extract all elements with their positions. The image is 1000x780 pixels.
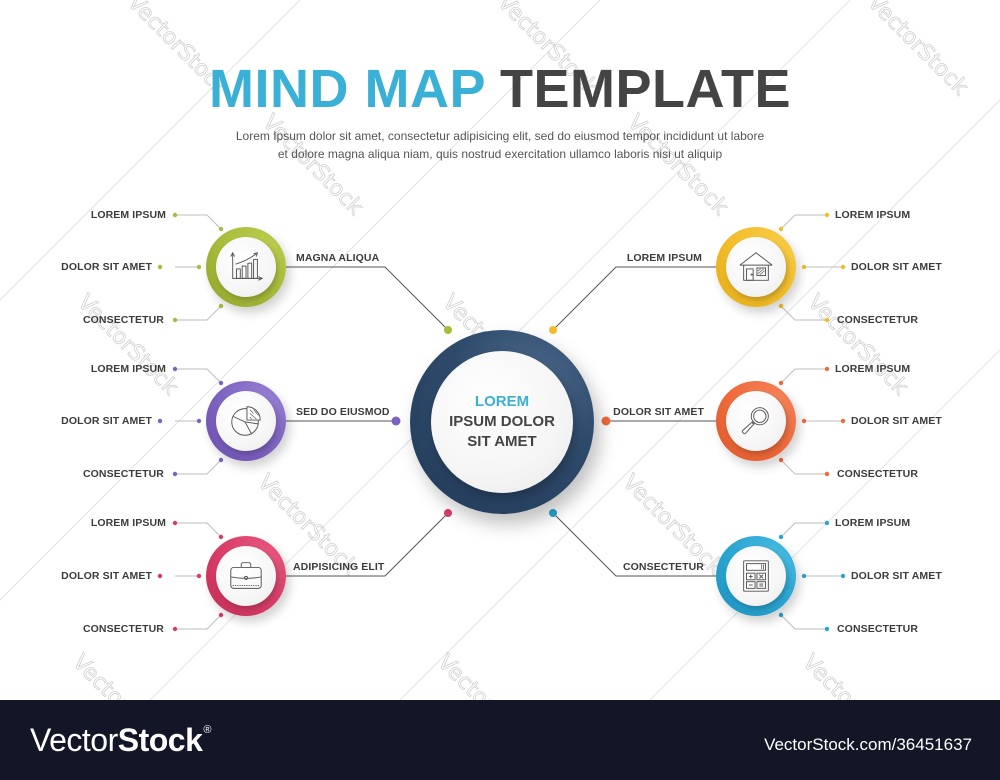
sub-item-label[interactable]: LOREM IPSUM xyxy=(90,209,166,221)
sub-item-label[interactable]: CONSECTETUR xyxy=(82,623,164,635)
sub-item-label[interactable]: CONSECTETUR xyxy=(837,468,919,480)
branch-node-face xyxy=(216,546,276,606)
sub-item-label[interactable]: LOREM IPSUM xyxy=(90,363,166,375)
title-highlight: MIND MAP xyxy=(209,59,486,119)
sub-item-label[interactable]: DOLOR SIT AMET xyxy=(851,570,942,582)
brand-logo[interactable]: VectorStock® xyxy=(30,722,211,759)
branch-label[interactable]: ADIPISICING ELIT xyxy=(293,561,385,573)
sub-item-label[interactable]: DOLOR SIT AMET xyxy=(61,570,152,582)
branch-node-adipisicing-elit[interactable] xyxy=(206,536,286,616)
sub-item-label[interactable]: DOLOR SIT AMET xyxy=(61,261,152,273)
brand-part-2: Stock xyxy=(117,722,203,758)
branch-label[interactable]: CONSECTETUR xyxy=(622,561,704,573)
subtitle-line-1: Lorem Ipsum dolor sit amet, consectetur … xyxy=(235,129,765,143)
footer-bar: VectorStock® VectorStock.com/36451637 xyxy=(0,700,1000,780)
sub-item-label[interactable]: CONSECTETUR xyxy=(82,468,164,480)
central-topic-line-1: LOREM xyxy=(474,393,530,410)
watermark-text: VectorStock xyxy=(72,290,183,401)
branch-label[interactable]: MAGNA ALIQUA xyxy=(296,252,380,264)
sub-item-label[interactable]: LOREM IPSUM xyxy=(835,209,911,221)
branch-node-face xyxy=(216,391,276,451)
watermark-text: VectorStock xyxy=(802,290,913,401)
watermark-text: VectorStock xyxy=(432,650,543,700)
subtitle: Lorem Ipsum dolor sit amet, consectetur … xyxy=(200,127,800,163)
briefcase-icon xyxy=(230,562,262,589)
branch-label[interactable]: LOREM IPSUM xyxy=(626,252,702,264)
calculator-icon xyxy=(743,560,769,592)
bar-chart-growth-icon xyxy=(230,251,264,281)
sub-item-label[interactable]: LOREM IPSUM xyxy=(835,517,911,529)
branch-node-magna-aliqua[interactable] xyxy=(206,227,286,307)
pie-chart-icon xyxy=(231,406,261,436)
branch-node-consectetur[interactable] xyxy=(716,536,796,616)
branch-label[interactable]: DOLOR SIT AMET xyxy=(613,406,704,418)
sub-item-label[interactable]: LOREM IPSUM xyxy=(835,363,911,375)
mind-map-canvas: VectorStock VectorStock VectorStock Vect… xyxy=(0,0,1000,700)
sub-item-label[interactable]: CONSECTETUR xyxy=(837,314,919,326)
branch-node-face xyxy=(726,391,786,451)
sub-item-label[interactable]: CONSECTETUR xyxy=(82,314,164,326)
sub-item-label[interactable]: DOLOR SIT AMET xyxy=(61,415,152,427)
watermark-text: VectorStock xyxy=(67,650,178,700)
image-url[interactable]: VectorStock.com/36451637 xyxy=(764,735,972,754)
title-main: TEMPLATE xyxy=(500,59,791,119)
subtitle-line-2: et dolore magna aliqua niam, quis nostru… xyxy=(277,147,723,161)
branch-node-face xyxy=(726,546,786,606)
branch-node-dolor-sit-amet[interactable] xyxy=(716,381,796,461)
branch-node-face xyxy=(726,237,786,297)
sub-item-label[interactable]: DOLOR SIT AMET xyxy=(851,261,942,273)
branch-node-sed-do-eiusmod[interactable] xyxy=(206,381,286,461)
central-topic-line-3: SIT AMET xyxy=(467,433,537,450)
branch-label[interactable]: SED DO EIUSMOD xyxy=(296,406,390,418)
watermark-text: VectorStock xyxy=(797,650,908,700)
central-topic[interactable]: LOREM IPSUM DOLOR SIT AMET xyxy=(410,330,594,514)
house-icon xyxy=(739,252,773,281)
sub-item-label[interactable]: DOLOR SIT AMET xyxy=(851,415,942,427)
registered-mark: ® xyxy=(203,724,211,736)
central-topic-line-2: IPSUM DOLOR xyxy=(449,413,555,430)
sub-item-label[interactable]: CONSECTETUR xyxy=(837,623,919,635)
sub-item-label[interactable]: LOREM IPSUM xyxy=(90,517,166,529)
brand-part-1: Vector xyxy=(30,722,118,758)
magnifier-icon xyxy=(741,407,769,435)
central-topic-face: LOREM IPSUM DOLOR SIT AMET xyxy=(431,351,573,493)
branch-node-lorem-ipsum[interactable] xyxy=(716,227,796,307)
branch-node-face xyxy=(216,237,276,297)
